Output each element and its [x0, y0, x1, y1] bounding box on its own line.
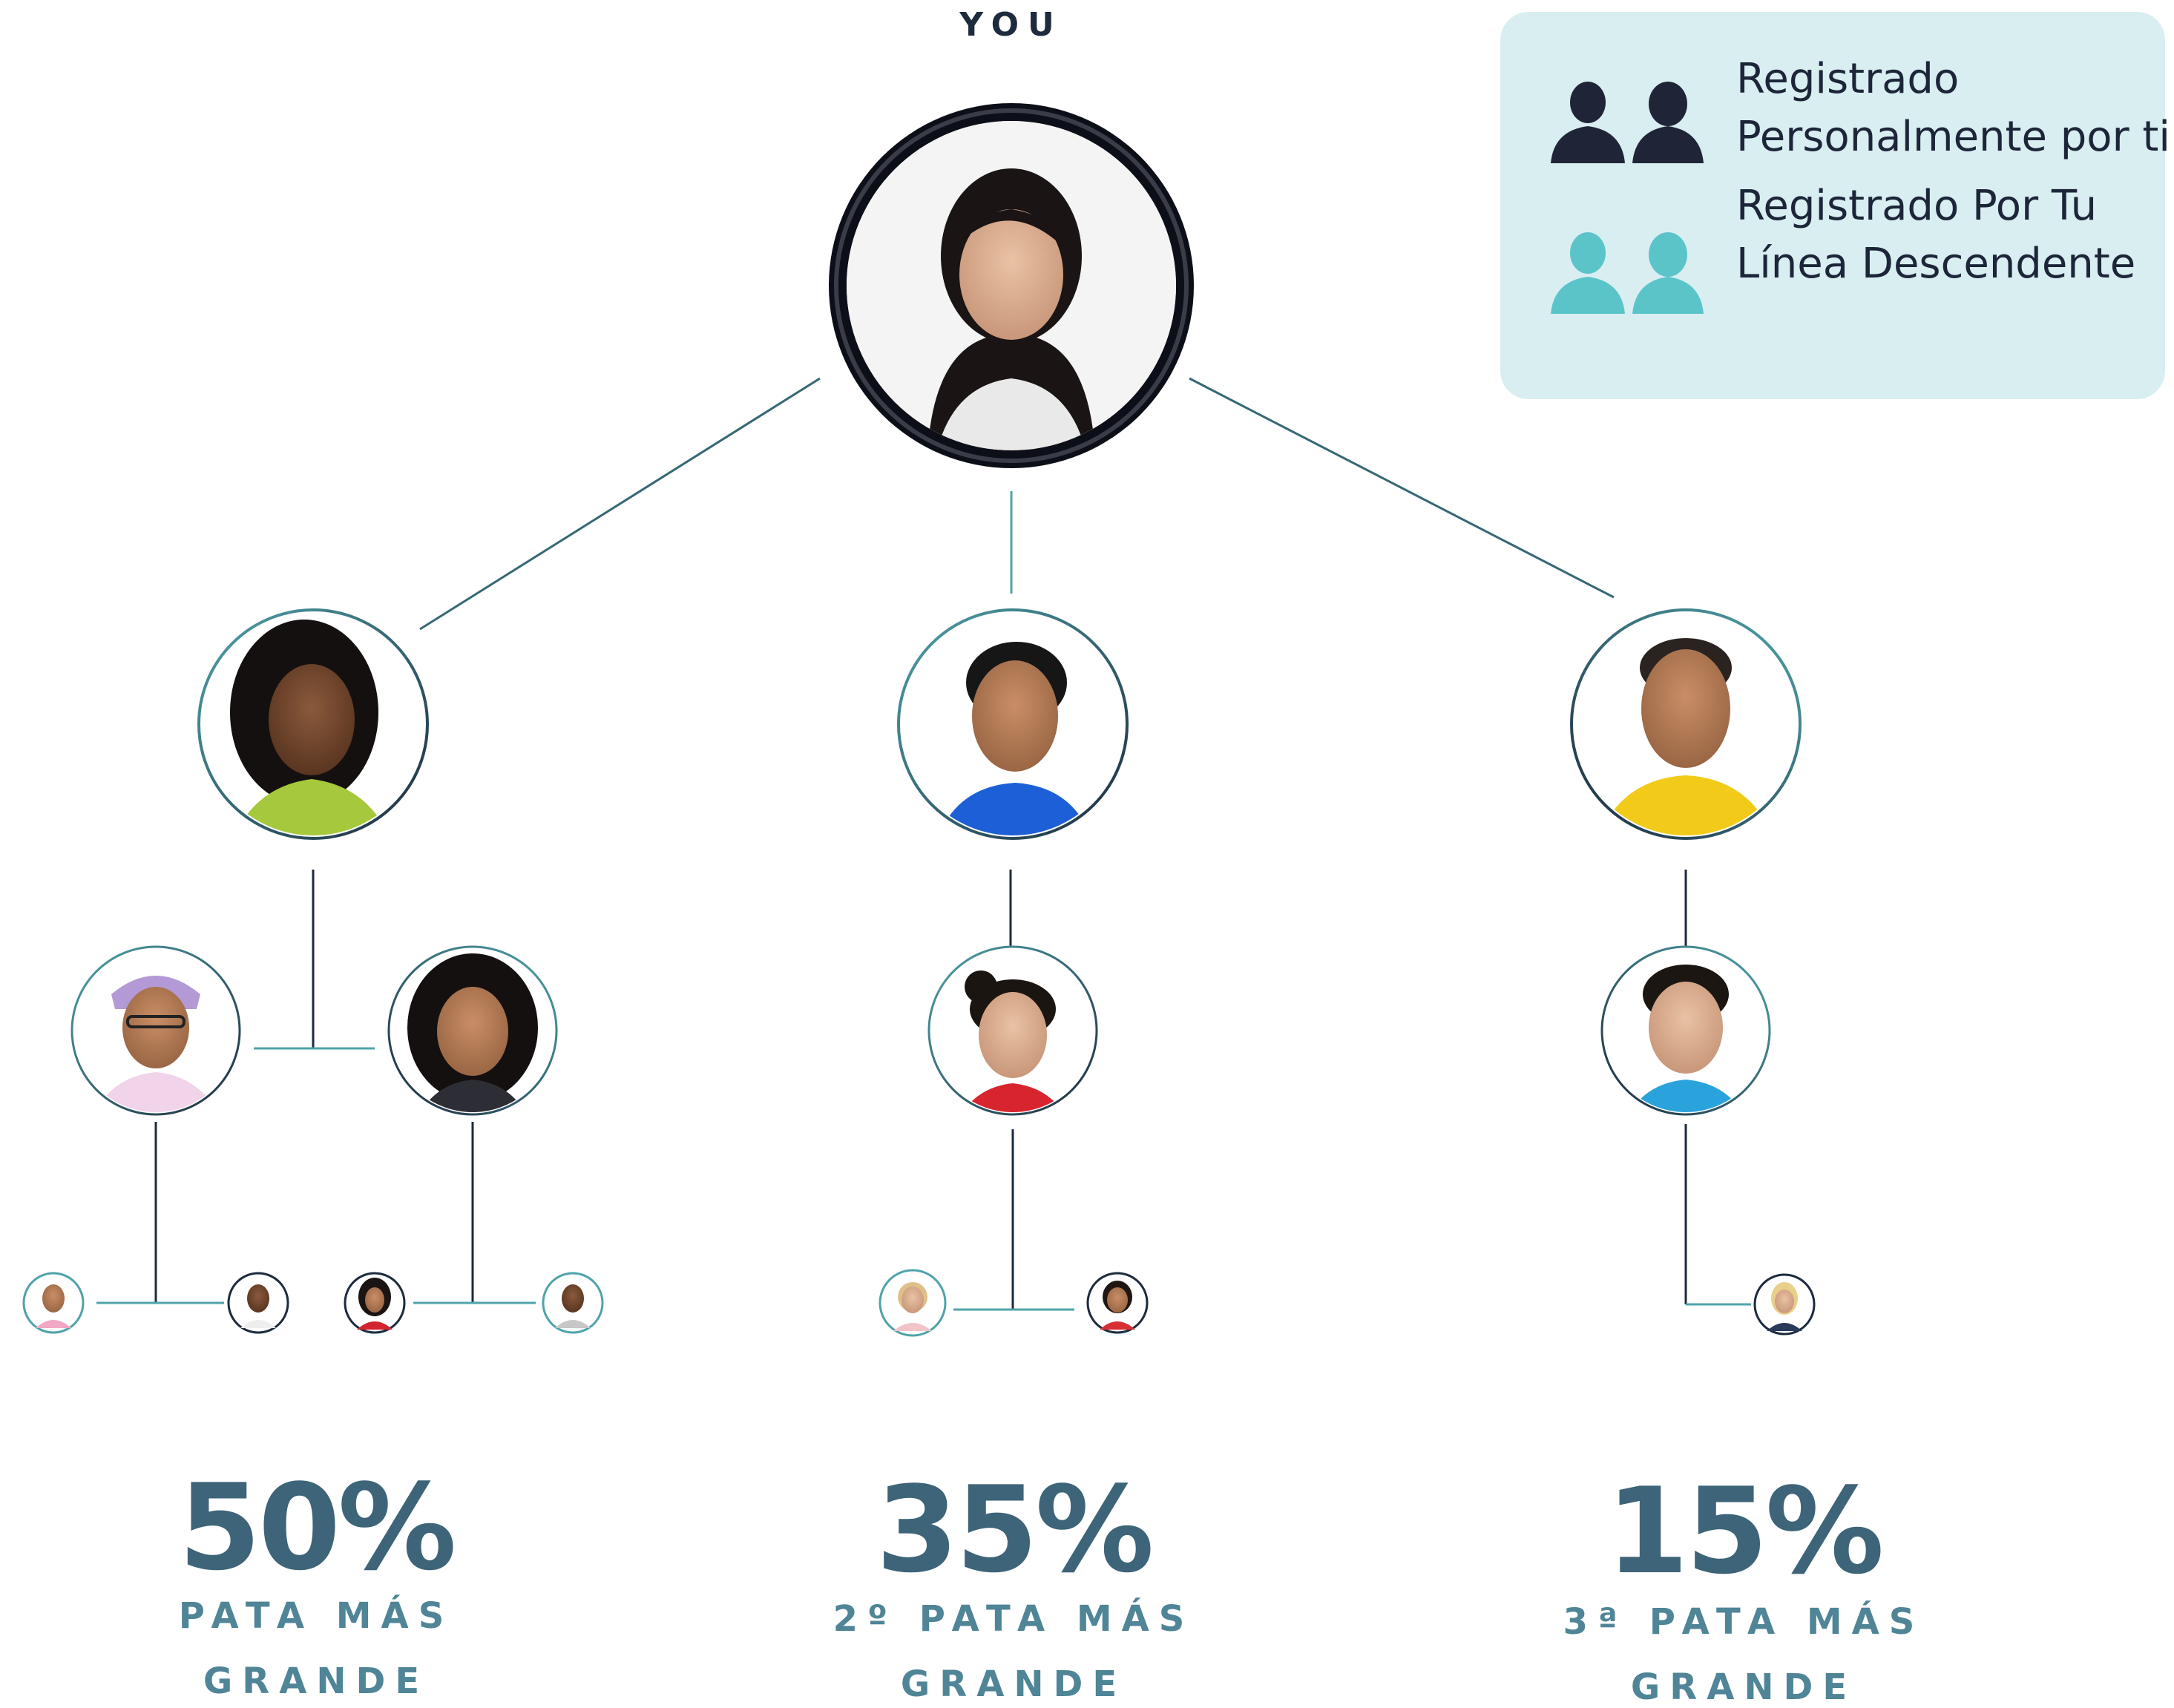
- you-avatar: [829, 103, 1194, 468]
- leaf-avatar-3: [344, 1272, 406, 1334]
- leg-3-percent: 15%: [1606, 1462, 1885, 1600]
- leaf-avatar-7: [1753, 1273, 1816, 1336]
- leaf-avatar-4: [542, 1272, 604, 1334]
- leg-3-child-avatar: [1600, 945, 1771, 1116]
- legend-downline-line-1: Registrado Por Tu: [1736, 182, 2098, 230]
- leg-3-avatar: [1570, 608, 1802, 840]
- leaf-avatar-2: [227, 1272, 289, 1334]
- leaf-avatar-1: [22, 1272, 85, 1334]
- downline-users-icon: [1551, 232, 1704, 314]
- legend-personal-line-1: Registrado: [1736, 55, 1960, 103]
- legend-personal-text: Registrado Personalmente por ti: [1736, 50, 2170, 166]
- leg-2-avatar: [897, 608, 1129, 840]
- personal-users-icon: [1551, 82, 1704, 163]
- small-avatars: [22, 1269, 1816, 1337]
- leg-1-percent: 50%: [178, 1458, 457, 1597]
- leg-1-child-b-avatar: [387, 945, 558, 1116]
- leg-1-avatar: [197, 608, 429, 840]
- leg-2-percent: 35%: [876, 1460, 1155, 1599]
- connector-lines: [96, 377, 1751, 1311]
- leg-3-label-line-1: 3ª PATA MÁS: [1563, 1601, 1925, 1643]
- leaf-avatar-5: [879, 1269, 947, 1337]
- leg-3-label-line-2: GRANDE: [1630, 1666, 1857, 1708]
- legend-panel: Registrado Personalmente por ti Registra…: [1500, 12, 2170, 399]
- leg-1-label-line-1: PATA MÁS: [178, 1595, 454, 1637]
- leg-2-child-avatar: [927, 945, 1098, 1116]
- you-label: YOU: [959, 6, 1063, 44]
- leg-2-label-line-2: GRANDE: [900, 1663, 1127, 1705]
- legend-downline-line-2: Línea Descendente: [1736, 240, 2136, 288]
- legend-personal-line-2: Personalmente por ti: [1736, 113, 2170, 161]
- leg-1-label-line-2: GRANDE: [203, 1661, 430, 1702]
- leg-2-label-line-1: 2º PATA MÁS: [833, 1598, 1195, 1640]
- leg-1-child-a-avatar: [70, 945, 241, 1116]
- leaf-avatar-6: [1086, 1272, 1149, 1334]
- legend-downline-text: Registrado Por Tu Línea Descendente: [1736, 177, 2152, 293]
